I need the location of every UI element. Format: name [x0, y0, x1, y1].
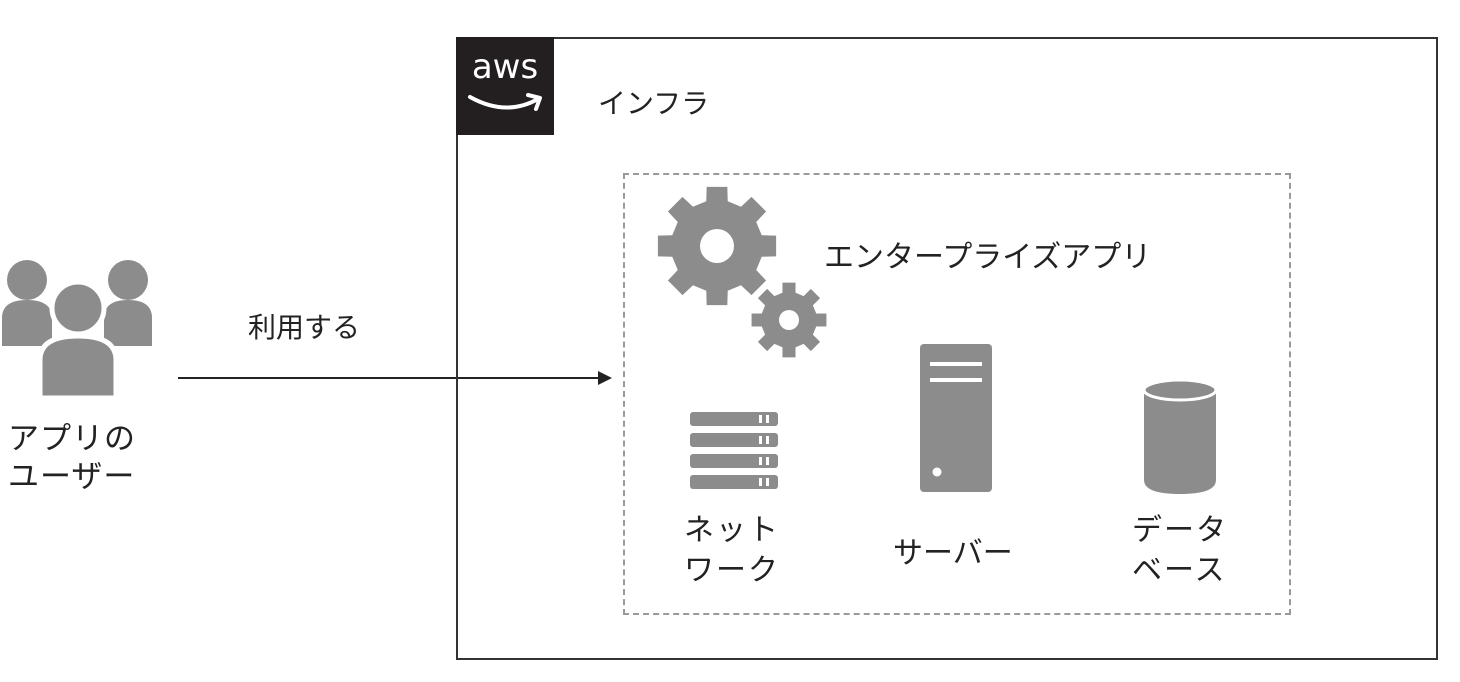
- small-gear-icon: [751, 282, 827, 358]
- users-label: アプリの ユーザー: [8, 420, 158, 496]
- infra-box: [456, 37, 1438, 660]
- database-label-line1: データ: [1132, 513, 1228, 548]
- aws-logo: aws: [456, 37, 554, 135]
- infra-label: インフラ: [598, 87, 710, 120]
- server-icon: [920, 344, 992, 492]
- aws-logo-text: aws: [471, 47, 539, 87]
- database-icon: [1142, 378, 1218, 494]
- network-label-line1: ネット: [684, 513, 780, 548]
- arrow-right-icon: [178, 371, 612, 385]
- large-gear-icon: [657, 186, 777, 306]
- users-group-icon: [2, 260, 152, 398]
- enterprise-app-label: エンタープライズアプリ: [824, 240, 1152, 275]
- network-label-line2: ワーク: [684, 553, 780, 588]
- database-label: データ ベース: [1132, 511, 1242, 591]
- database-label-line2: ベース: [1132, 553, 1227, 588]
- network-label: ネット ワーク: [684, 511, 794, 591]
- aws-smile-icon: [468, 93, 542, 111]
- network-icon: [690, 412, 778, 489]
- users-label-line1: アプリの: [8, 421, 136, 457]
- users-label-line2: ユーザー: [8, 459, 136, 495]
- enterprise-app-box: [623, 173, 1291, 615]
- server-label: サーバー: [893, 536, 1013, 571]
- gears-icon: [657, 186, 827, 358]
- arrow-label: 利用する: [248, 311, 361, 344]
